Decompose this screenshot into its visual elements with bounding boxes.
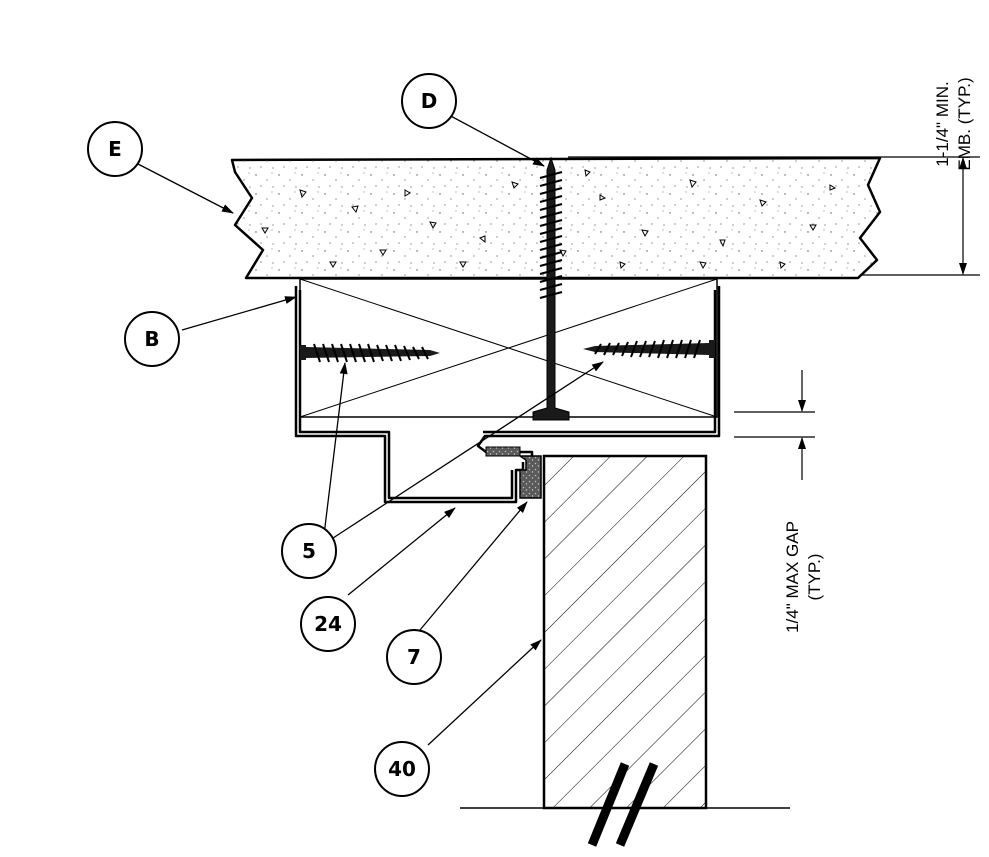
leader-7 (419, 501, 528, 631)
callout-D-label: D (421, 89, 438, 113)
leader-24 (347, 507, 456, 596)
leader-lines (137, 113, 604, 746)
jamb-screw-left (300, 343, 440, 363)
gap-dimension (734, 370, 815, 480)
callout-24: 24 (300, 596, 356, 652)
callout-7: 7 (386, 629, 442, 685)
leader-B (181, 296, 297, 331)
callout-D: D (401, 73, 457, 129)
callout-24-label: 24 (314, 612, 342, 636)
callout-5-circle (281, 523, 337, 579)
callout-E-label: E (108, 137, 122, 161)
leader-E (137, 163, 234, 214)
embedment-note-line2: EMB. (TYP.) (955, 77, 974, 170)
concrete-substrate (230, 156, 882, 280)
gap-note-line2: (TYP.) (805, 554, 824, 601)
callout-40: 40 (374, 741, 430, 797)
callout-E-circle (87, 121, 143, 177)
door-silencer-seal (485, 446, 542, 499)
embedment-note: 1-1/4" MIN. EMB. (TYP.) (933, 77, 974, 170)
callout-40-circle (374, 741, 430, 797)
callout-B-label: B (144, 327, 159, 351)
callout-B: B (124, 311, 180, 367)
callout-D-circle (401, 73, 457, 129)
leader-D (446, 113, 545, 167)
leader-40 (427, 639, 542, 746)
leader-5b (329, 361, 604, 541)
callout-24-circle (300, 596, 356, 652)
callout-7-circle (386, 629, 442, 685)
concrete-anchor-screw (532, 156, 570, 421)
callout-5-label: 5 (302, 539, 316, 563)
aggregate-marks (261, 169, 837, 270)
embedment-dimension (568, 156, 980, 276)
callout-B-circle (124, 311, 180, 367)
callout-40-label: 40 (388, 757, 416, 781)
break-line-marks (587, 762, 659, 847)
leader-5a (323, 362, 348, 536)
gap-note: 1/4" MAX GAP (TYP.) (783, 521, 824, 633)
gap-note-line1: 1/4" MAX GAP (783, 521, 802, 633)
callout-5: 5 (281, 523, 337, 579)
callout-7-label: 7 (407, 645, 421, 669)
jamb-screw-right (583, 339, 715, 359)
callout-E: E (87, 121, 143, 177)
wood-door (460, 454, 790, 847)
embedment-note-line1: 1-1/4" MIN. (933, 81, 952, 166)
